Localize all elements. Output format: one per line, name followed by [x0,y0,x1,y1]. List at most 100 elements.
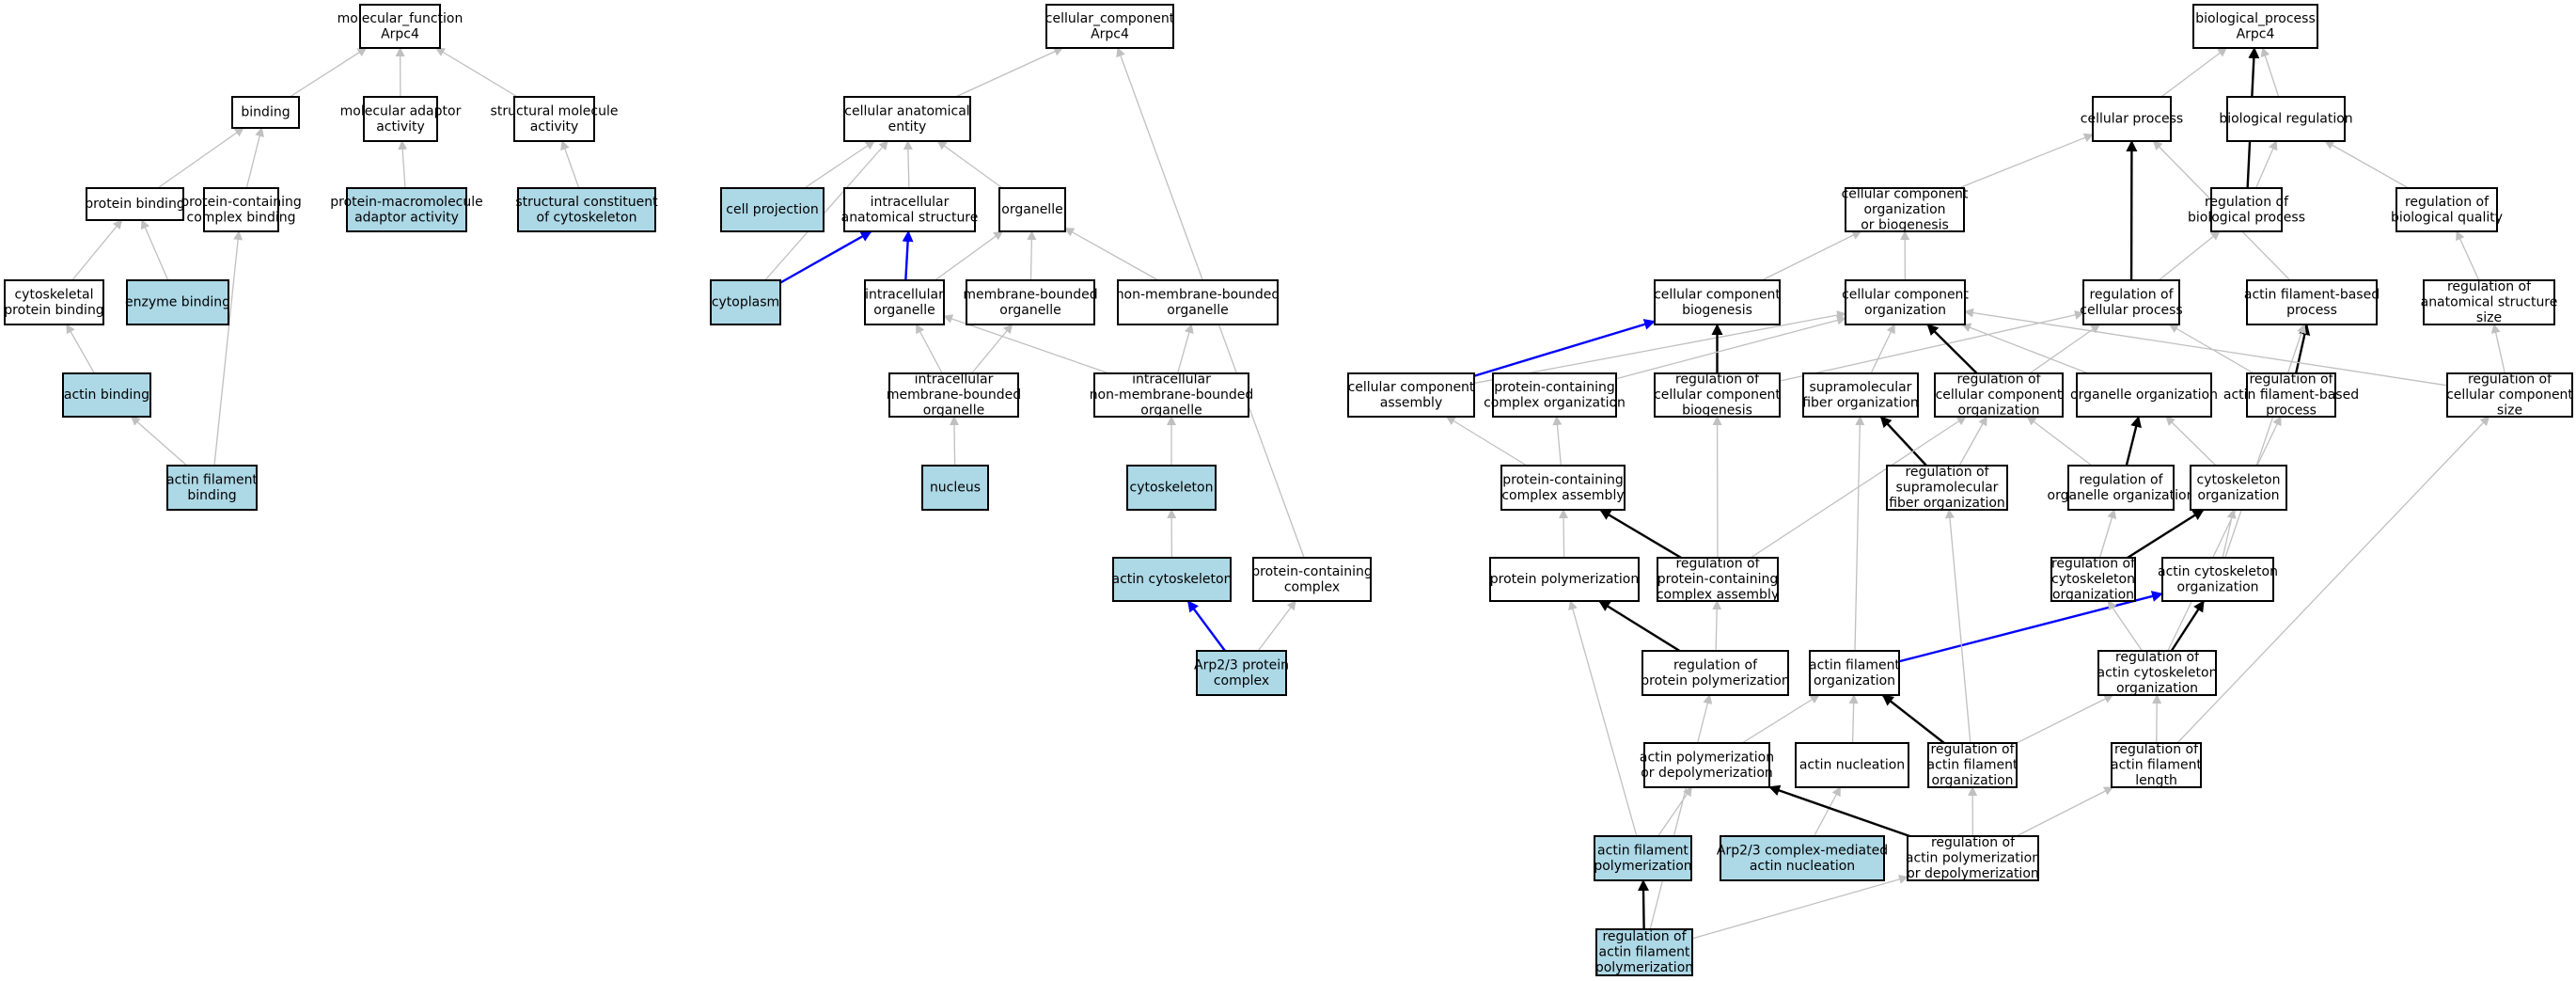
edge-is-a-membrane-bounded-org-to-organelle [1027,230,1037,281]
edge-regulates-reg-cc-org-to-cc-organization [1926,324,1978,374]
node-organelle-org[interactable]: organelle organization [2070,372,2218,418]
edge-is-a-reg-bio-process-to-bio-regulation [2254,140,2278,189]
node-box [888,372,1019,418]
node-cytoskeleton[interactable]: cytoskeleton [1126,465,1217,511]
node-protein-polymerization[interactable]: protein polymerization [1489,557,1640,602]
node-intracell-non-membrane-bounded[interactable]: intracellularnon-membrane-boundedorganel… [1090,372,1254,419]
node-actin-binding[interactable]: actin binding [62,372,151,418]
node-box [1654,279,1781,325]
node-label-line: regulation of [2447,279,2532,294]
node-box [1795,742,1909,788]
node-actin-nucleation[interactable]: actin nucleation [1795,742,1909,788]
node-label-line: regulation of [2114,742,2199,757]
edge-part-of-cc-assembly-to-cc-biogenesis [1473,319,1656,377]
node-bio-regulation[interactable]: biological regulation [2219,96,2353,142]
node-label-line: actin filament [1927,758,2018,773]
node-label-line: organization [1864,303,1946,318]
edge-is-a-intracell-anat-struct-to-cell-anat-entity [903,140,913,189]
node-cell-projection[interactable]: cell projection [720,187,825,232]
node-label-line: cellular component [2446,388,2573,403]
edge-regulates-reg-protein-polymerization-to-protein-polymerization [1598,599,1681,653]
node-label-line: anatomical structure [841,210,979,225]
node-box [2226,96,2346,142]
node-label-line: enzyme binding [125,295,230,310]
node-actin-cytoskeleton[interactable]: actin cytoskeleton [1112,557,1233,602]
node-label-line: organelle [999,303,1060,318]
node-box [2190,465,2287,511]
node-cellular-process[interactable]: cellular process [2081,96,2183,142]
node-box [1845,187,1965,232]
node-nucleus[interactable]: nucleus [921,465,989,511]
node-binding[interactable]: binding [231,96,300,129]
edge-is-a-actin-binding-to-cytoskel-prot-binding [66,324,95,374]
node-protein-binding[interactable]: protein binding [85,187,185,221]
node-enzyme-binding[interactable]: enzyme binding [125,279,230,325]
node-box [2111,742,2202,788]
node-box [2192,4,2318,49]
node-organelle[interactable]: organelle [998,187,1066,232]
node-box [2210,187,2283,232]
node-label-line: protein-containing [1494,380,1614,395]
node-label-line: protein binding [85,197,184,212]
node-label-line: molecular adaptor [340,103,462,119]
node-label-line: protein-containing [1251,564,1372,579]
node-label-line: biological quality [2391,210,2503,225]
node-label-line: actin filament-based [2223,388,2359,403]
node-label-line: binding [241,105,290,120]
node-cytoplasm[interactable]: cytoplasm [710,279,781,325]
edge-regulates-reg-organelle-org-to-organelle-org [2125,416,2142,467]
node-box [2246,372,2336,418]
node-box [843,96,971,142]
